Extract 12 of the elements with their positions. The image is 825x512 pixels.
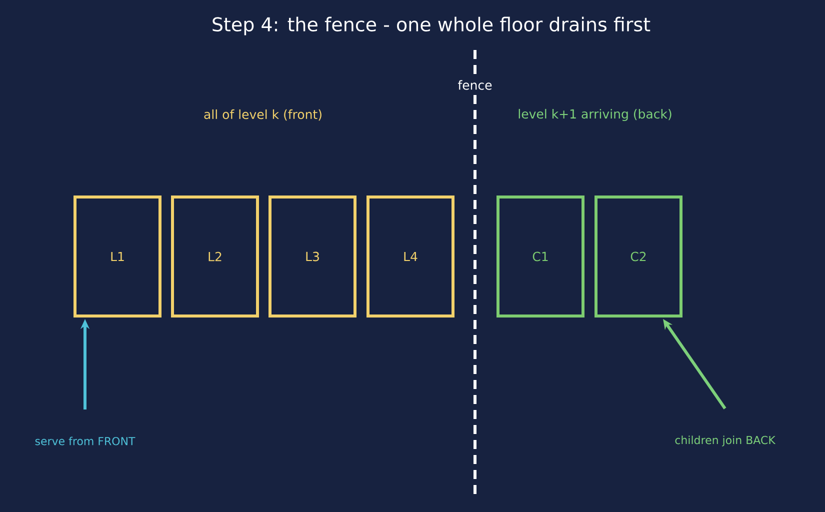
queue-box: L1 [74,196,162,318]
title: Step 4: the fence - one whole floor drains first [212,16,650,36]
queue-box: L3 [268,196,356,318]
fence-label: fence [456,79,494,91]
arrow-caption: serve from FRONT [35,436,136,446]
queue-box: C2 [594,196,682,318]
queue-box: L4 [366,196,454,318]
queue-box: L2 [171,196,259,318]
arrow-caption: children join BACK [675,436,776,446]
queue-box: C1 [496,196,584,318]
section-label: all of level k (front) [202,108,324,122]
section-label: level k+1 arriving (back) [516,108,674,122]
